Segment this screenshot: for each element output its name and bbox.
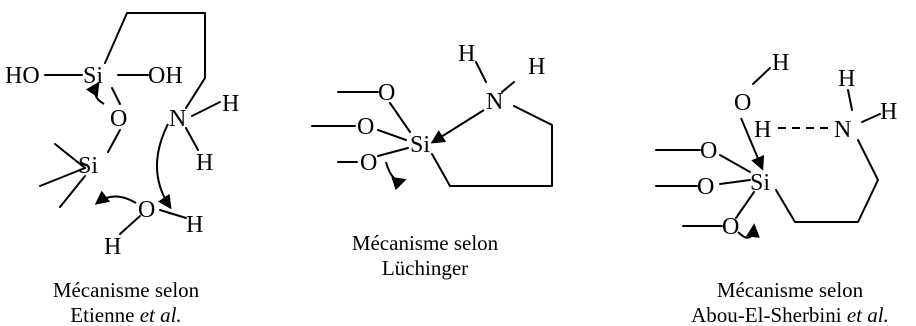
atom-h: H xyxy=(754,117,771,143)
bond xyxy=(54,143,86,169)
atom-h: H xyxy=(104,234,121,260)
bond xyxy=(847,89,853,111)
atom-o: O xyxy=(138,197,155,223)
mechanism-luchinger: O O O Si N H H Mécanisme selon Lüchinger xyxy=(311,41,553,280)
mechanism-abou-el-sherbini: H O H N H H O O O Si Mécanisme selon Abo… xyxy=(655,50,897,326)
curved-arrow xyxy=(94,190,137,205)
arrow xyxy=(430,109,485,144)
bond xyxy=(719,154,751,173)
curved-arrow xyxy=(85,81,105,105)
bond xyxy=(389,102,411,133)
caption-line-2: Lüchinger xyxy=(382,256,468,280)
curved-arrow xyxy=(156,123,172,210)
atom-o: O xyxy=(360,150,377,176)
atom-h: H xyxy=(458,41,475,67)
bond xyxy=(119,215,141,235)
atom-si: Si xyxy=(410,132,430,158)
atom-ho: HO xyxy=(5,63,40,89)
bond xyxy=(475,61,487,83)
caption-line-2: Etienne et al. xyxy=(70,303,181,326)
bond xyxy=(719,179,751,185)
bond xyxy=(191,101,221,117)
propyl-chain xyxy=(775,139,879,223)
atom-h: H xyxy=(186,212,203,238)
bond xyxy=(735,191,755,219)
atom-si: Si xyxy=(78,153,98,179)
atom-o: O xyxy=(734,90,751,116)
atom-n: N xyxy=(486,89,503,115)
atom-h: H xyxy=(880,99,897,125)
caption-line-2: Abou-El-Sherbini et al. xyxy=(691,303,889,326)
atom-o: O xyxy=(700,138,717,164)
bond xyxy=(752,67,771,85)
caption-line-1: Mécanisme selon xyxy=(53,278,200,302)
bond xyxy=(111,87,121,105)
atom-h: H xyxy=(222,91,239,117)
curved-arrow xyxy=(737,223,760,239)
atom-n: N xyxy=(834,117,851,143)
atom-n: N xyxy=(169,106,186,132)
bond xyxy=(501,81,515,93)
bond xyxy=(159,209,187,219)
atom-h: H xyxy=(772,50,789,76)
propyl-chain xyxy=(104,12,206,109)
atom-h: H xyxy=(196,150,213,176)
bond xyxy=(185,127,199,151)
bond xyxy=(377,147,409,157)
atom-o: O xyxy=(357,114,374,140)
atom-oh: OH xyxy=(148,63,183,89)
atom-o: O xyxy=(110,106,127,132)
atom-o: O xyxy=(697,174,714,200)
atom-si: Si xyxy=(750,170,770,196)
caption-line-1: Mécanisme selon xyxy=(717,278,864,302)
arrow xyxy=(740,117,765,171)
atom-o: O xyxy=(722,214,739,240)
curved-arrow xyxy=(385,161,407,191)
atom-h: H xyxy=(838,66,855,92)
caption-line-1: Mécanisme selon xyxy=(352,231,499,255)
bond xyxy=(107,129,121,153)
atom-o: O xyxy=(378,80,395,106)
atom-si: Si xyxy=(83,63,103,89)
ring-chain xyxy=(431,105,553,187)
atom-h: H xyxy=(528,54,545,80)
bond xyxy=(39,167,86,187)
bond xyxy=(59,175,86,208)
mechanism-etienne: HO Si OH O N H H Si O H H Mécanisme selo… xyxy=(5,12,239,326)
bond xyxy=(861,113,881,123)
bond xyxy=(377,129,407,141)
